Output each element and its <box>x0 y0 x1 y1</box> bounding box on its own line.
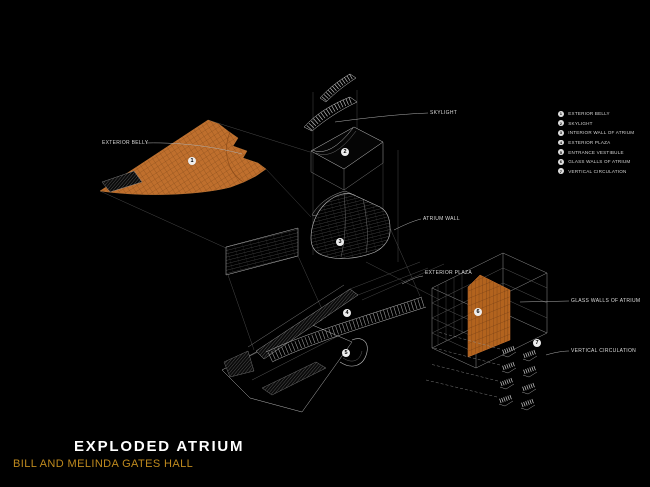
exterior-belly-surface <box>99 119 267 195</box>
projection-lines <box>99 90 445 351</box>
marker-5: 5 <box>342 349 350 357</box>
marker-6: 6 <box>474 308 482 316</box>
atrium-wall-wireframe <box>225 190 391 276</box>
page-title: EXPLODED ATRIUM <box>74 438 245 455</box>
exterior-plaza-wireframe <box>221 284 427 413</box>
plaza-ramp <box>255 288 359 360</box>
legend-item: 6 GLASS WALLS OF ATRIUM <box>558 158 631 165</box>
callout-exterior-belly: EXTERIOR BELLY <box>102 140 149 146</box>
glass-walls-box <box>431 252 548 369</box>
marker-7: 7 <box>533 339 541 347</box>
marker-2: 2 <box>341 148 349 156</box>
legend-num-icon: 7 <box>558 168 564 175</box>
legend-item: 2 SKYLIGHT <box>558 120 593 127</box>
legend-item: 5 ENTRANCE VESTIBULE <box>558 149 624 156</box>
legend-num-icon: 4 <box>558 139 564 146</box>
leader-lines <box>145 112 570 356</box>
glass-walls-surface <box>467 274 511 358</box>
legend-item: 4 EXTERIOR PLAZA <box>558 139 611 146</box>
callout-skylight: SKYLIGHT <box>430 110 458 116</box>
stairs-wireframe <box>425 331 537 410</box>
entrance-vestibule-wall <box>339 338 368 367</box>
legend-item: 7 VERTICAL CIRCULATION <box>558 168 627 175</box>
legend-num-icon: 3 <box>558 130 564 136</box>
callout-atrium-wall: ATRIUM WALL <box>423 216 460 222</box>
callout-vertical-circulation: VERTICAL CIRCULATION <box>571 348 637 354</box>
legend-num-icon: 5 <box>558 149 564 156</box>
belly-skylight-strip <box>101 170 143 193</box>
legend: 1 EXTERIOR BELLY 2 SKYLIGHT 3 INTERIOR W… <box>558 109 634 176</box>
legend-item: 3 INTERIOR WALL OF ATRIUM <box>558 130 635 136</box>
legend-num-icon: 2 <box>558 120 564 127</box>
callout-exterior-plaza: EXTERIOR PLAZA <box>425 270 472 276</box>
legend-item: 1 EXTERIOR BELLY <box>558 110 610 117</box>
legend-num-icon: 1 <box>558 110 564 117</box>
marker-3: 3 <box>336 238 344 246</box>
page-subtitle: BILL AND MELINDA GATES HALL <box>13 458 194 470</box>
callout-glass-walls: GLASS WALLS OF ATRIUM <box>571 298 641 304</box>
marker-1: 1 <box>188 157 196 165</box>
skylight-wireframe <box>303 73 384 191</box>
marker-4: 4 <box>343 309 351 317</box>
legend-num-icon: 6 <box>558 158 564 165</box>
